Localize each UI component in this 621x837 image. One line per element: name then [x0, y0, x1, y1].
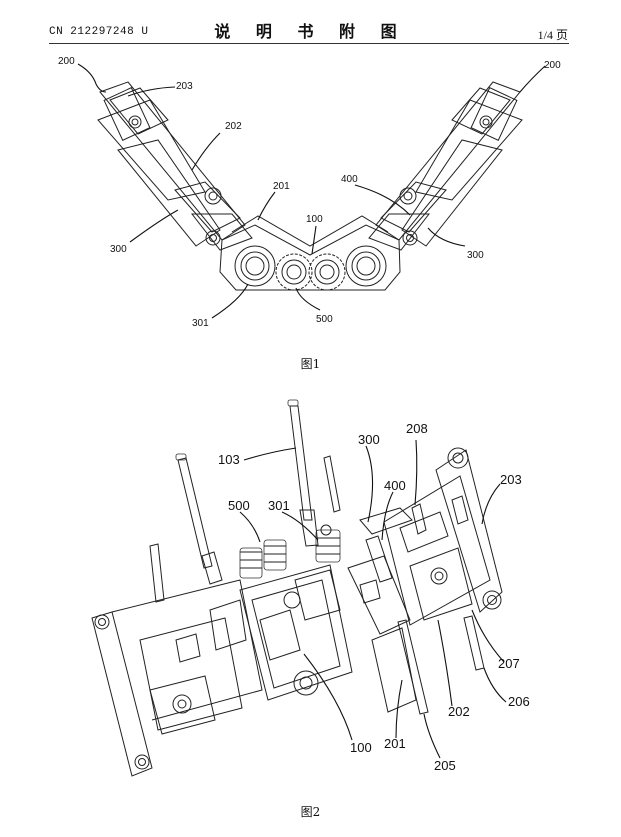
central-gear-housing	[219, 215, 401, 291]
right-arm-203	[435, 447, 503, 613]
gear-set-500	[239, 539, 287, 579]
figure-1-drawing: 200 203 202 201 400 100 200 300 300 301 …	[58, 56, 561, 329]
fig1-label-400: 400	[341, 174, 358, 185]
gear-set-301	[315, 524, 341, 563]
fig1-label-100: 100	[306, 214, 323, 225]
fig2-label-206: 206	[508, 694, 530, 709]
fig2-label-500: 500	[228, 498, 250, 513]
header-rule	[49, 43, 569, 44]
fig2-label-300: 300	[358, 432, 380, 447]
fig2-label-202: 202	[448, 704, 470, 719]
right-plate-202	[383, 475, 491, 626]
fig1-label-500: 500	[316, 314, 333, 325]
fig2-label-103: 103	[218, 452, 240, 467]
pin-103-long	[287, 399, 319, 547]
small-pin-center	[323, 455, 341, 513]
pin-206	[463, 615, 485, 671]
right-arm	[368, 81, 523, 251]
link-400	[359, 507, 413, 583]
pin-205	[397, 619, 429, 715]
small-pin-left	[149, 543, 165, 603]
fig2-label-201: 201	[384, 736, 406, 751]
fig1-label-200-left: 200	[58, 56, 75, 67]
bracket-201	[347, 555, 417, 713]
fig1-label-202: 202	[225, 121, 242, 132]
fig2-label-301: 301	[268, 498, 290, 513]
figure-2-drawing: 103 300 208 400 203 500 301 207 206 202 …	[91, 399, 530, 777]
left-mounting-plate	[91, 579, 263, 777]
document-number: CN 212297248 U	[49, 26, 149, 38]
fig2-label-208: 208	[406, 421, 428, 436]
fig1-label-301: 301	[192, 318, 209, 329]
figure-1-caption: 图1	[300, 357, 321, 371]
fig1-label-300-left: 300	[110, 244, 127, 255]
left-arm	[97, 81, 253, 251]
fig2-label-203: 203	[500, 472, 522, 487]
central-housing-100	[239, 564, 353, 701]
page-header: CN 212297248 U 说 明 书 附 图 1/4 页	[0, 0, 621, 44]
fig1-label-200-right: 200	[544, 60, 561, 71]
fig1-label-203: 203	[176, 81, 193, 92]
fig2-label-207: 207	[498, 656, 520, 671]
pin-103-short	[175, 453, 223, 585]
page-number: 1/4 页	[537, 28, 568, 42]
fig2-label-400: 400	[384, 478, 406, 493]
fig1-label-300-right: 300	[467, 250, 484, 261]
page-title: 说 明 书 附 图	[214, 22, 407, 41]
fig1-label-201: 201	[273, 181, 290, 192]
figure-2-caption: 图2	[300, 805, 321, 819]
fig2-label-100: 100	[350, 740, 372, 755]
spring-208	[411, 503, 427, 535]
fig2-label-205: 205	[434, 758, 456, 773]
